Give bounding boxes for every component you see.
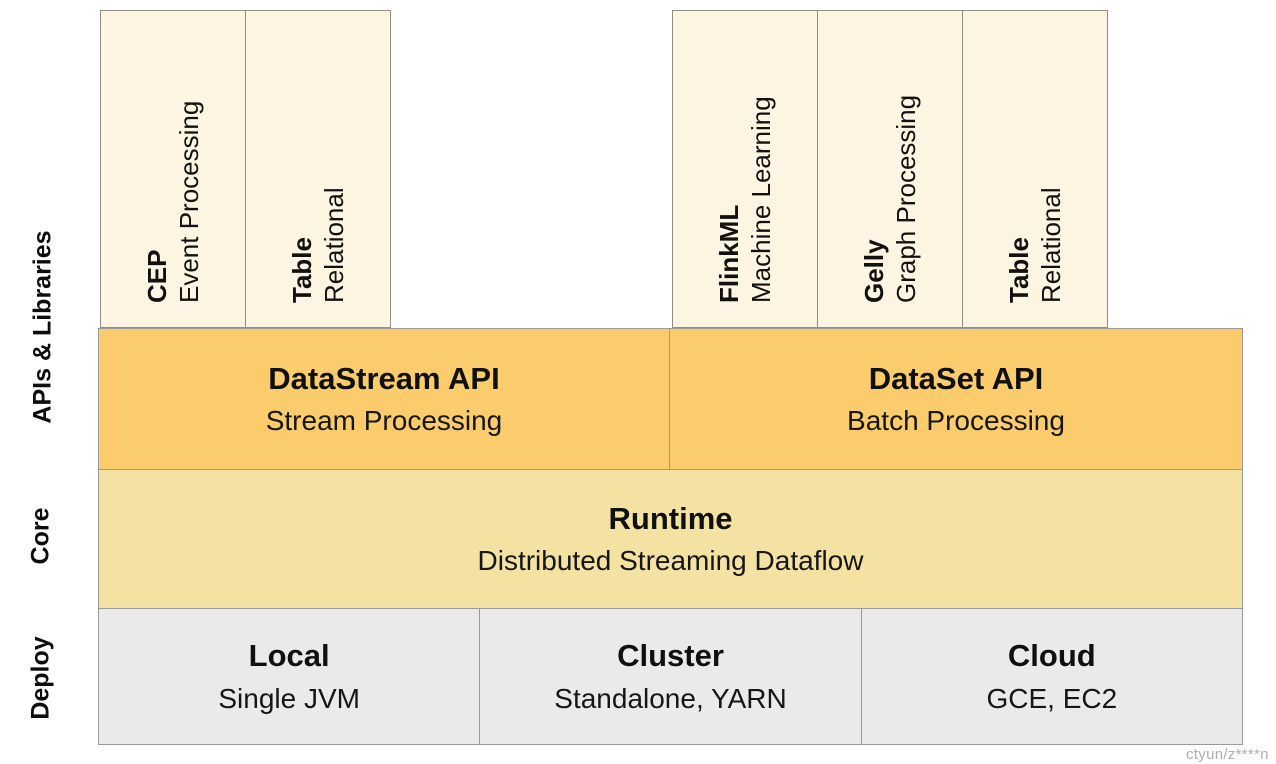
deploy-local-cell: Local Single JVM (99, 609, 479, 744)
diagram-content: CEP Event Processing Table Relational Fl… (98, 10, 1243, 745)
library-box-flinkml: FlinkML Machine Learning (672, 10, 818, 328)
deploy-cloud-cell: Cloud GCE, EC2 (860, 609, 1242, 744)
runtime-cell: Runtime Distributed Streaming Dataflow (99, 470, 1242, 608)
library-description: Relational (319, 187, 349, 303)
datastream-api-title: DataStream API (268, 360, 500, 396)
watermark: ctyun/z****n (1186, 746, 1269, 763)
deploy-cluster-subtitle: Standalone, YARN (554, 682, 787, 714)
library-name: Table (1003, 237, 1034, 303)
library-box-table-stream-text: Table Relational (246, 11, 390, 327)
deploy-cluster-title: Cluster (617, 638, 724, 674)
section-label-core: Core (26, 507, 55, 565)
library-box-table-stream: Table Relational (245, 10, 391, 328)
runtime-title: Runtime (608, 500, 733, 536)
library-name: FlinkML (713, 204, 744, 303)
deploy-cluster-cell: Cluster Standalone, YARN (479, 609, 860, 744)
deploy-cloud-subtitle: GCE, EC2 (986, 682, 1118, 714)
dataset-api-subtitle: Batch Processing (847, 405, 1065, 437)
deploy-layer-band: Local Single JVM Cluster Standalone, YAR… (98, 608, 1243, 745)
datastream-api-cell: DataStream API Stream Processing (99, 329, 669, 469)
library-box-cep-text: CEP Event Processing (101, 11, 245, 327)
stream-libraries-group: CEP Event Processing Table Relational (100, 10, 391, 328)
library-name: Table (286, 237, 317, 303)
datastream-api-subtitle: Stream Processing (265, 405, 503, 437)
dataset-api-cell: DataSet API Batch Processing (669, 329, 1242, 469)
library-box-gelly-text: Gelly Graph Processing (818, 11, 962, 327)
library-description: Relational (1036, 187, 1066, 303)
library-description: Event Processing (174, 100, 204, 303)
section-label-apis-libraries: APIs & Libraries (28, 230, 57, 424)
runtime-subtitle: Distributed Streaming Dataflow (477, 545, 864, 577)
library-description: Graph Processing (891, 94, 921, 303)
section-label-deploy: Deploy (26, 636, 55, 720)
library-box-flinkml-text: FlinkML Machine Learning (673, 11, 817, 327)
library-box-cep: CEP Event Processing (100, 10, 246, 328)
library-box-gelly: Gelly Graph Processing (817, 10, 963, 328)
library-name: CEP (141, 249, 172, 303)
library-name: Gelly (858, 239, 889, 303)
library-box-table-batch: Table Relational (962, 10, 1108, 328)
api-layer-band: DataStream API Stream Processing DataSet… (98, 328, 1243, 470)
deploy-local-title: Local (248, 638, 330, 674)
batch-libraries-group: FlinkML Machine Learning Gelly Graph Pro… (672, 10, 1108, 328)
library-description: Machine Learning (746, 96, 776, 303)
core-layer-band: Runtime Distributed Streaming Dataflow (98, 469, 1243, 609)
deploy-local-subtitle: Single JVM (218, 682, 360, 714)
dataset-api-title: DataSet API (868, 360, 1044, 396)
library-box-table-batch-text: Table Relational (963, 11, 1107, 327)
libraries-row: CEP Event Processing Table Relational Fl… (98, 10, 1243, 328)
deploy-cloud-title: Cloud (1007, 638, 1096, 674)
